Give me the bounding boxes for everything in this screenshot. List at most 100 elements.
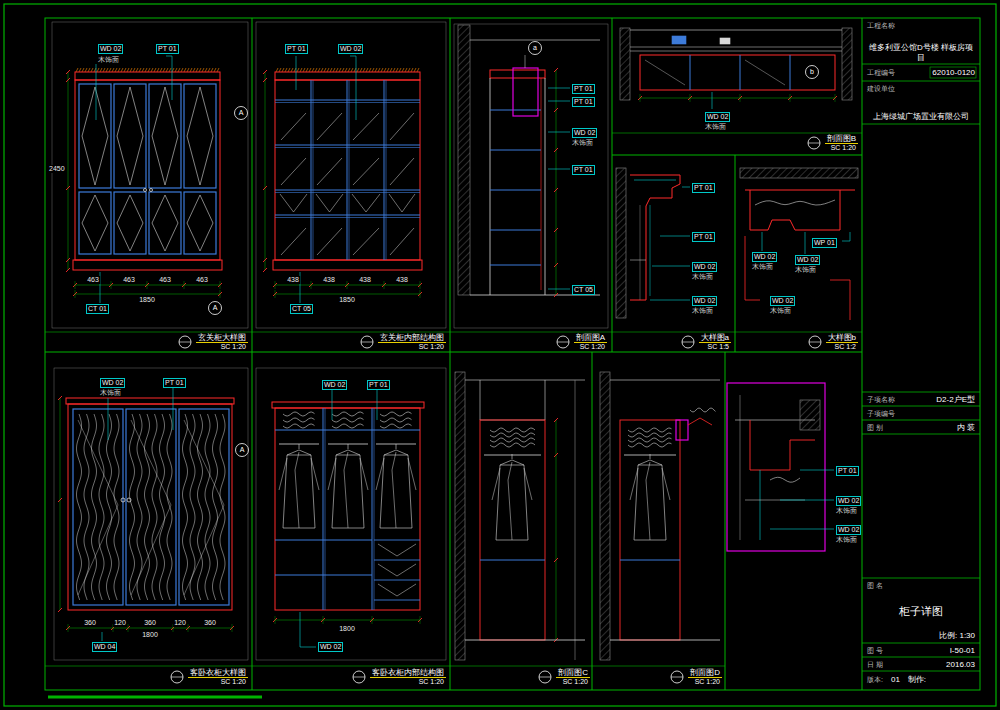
drawing-line — [353, 113, 379, 140]
field-value: 2016.03 — [946, 660, 975, 670]
drawing-line — [275, 215, 420, 216]
drawing-line — [205, 68, 207, 72]
drawing-title: 大样图bSC 1:2 — [808, 333, 858, 351]
drawing-line — [127, 68, 129, 72]
material-tag: PT 01 — [285, 44, 308, 54]
drawing-line — [275, 294, 420, 295]
drawing-scale: SC 1:20 — [196, 343, 248, 351]
drawing-line — [377, 390, 378, 420]
material-tag: PT 01 — [836, 466, 859, 476]
drawing-rect — [275, 408, 420, 610]
field-label: 图 别 — [867, 423, 883, 433]
drawing-line — [152, 87, 178, 185]
drawing-title: 客卧衣柜内部结构图SC 1:20 — [352, 668, 446, 686]
drawing-line — [283, 424, 315, 428]
drawing-line — [344, 452, 348, 528]
drawing-line — [378, 584, 416, 596]
drawing-line — [399, 68, 401, 72]
title-block-cell: 版本:01制作: — [864, 672, 978, 688]
drawing-line — [75, 294, 220, 295]
drawing-line — [548, 101, 570, 102]
drawing-line — [380, 424, 412, 428]
drawing-line — [208, 68, 210, 72]
drawing-line — [332, 412, 364, 416]
drawing-line — [187, 195, 213, 251]
material-tag: CT 05 — [290, 304, 313, 314]
drawing-line — [554, 453, 558, 457]
drawing-line — [187, 87, 213, 185]
drawing-line — [366, 68, 368, 72]
drawing-line — [279, 68, 281, 72]
callout-circle — [144, 189, 147, 192]
material-tag: WD 02 — [692, 296, 717, 306]
drawing-line — [75, 281, 76, 289]
drawing-line — [830, 280, 850, 320]
drawing-line — [610, 380, 720, 381]
drawing-line — [60, 398, 61, 610]
drawing-line — [630, 47, 842, 48]
drawing-line — [282, 68, 284, 72]
section-symbol — [538, 670, 552, 684]
drawing-line — [420, 616, 421, 624]
drawing-line — [96, 64, 97, 120]
drawing-line — [745, 60, 785, 85]
drawing-line — [124, 68, 126, 72]
drawing-line — [288, 68, 290, 72]
drawing-line — [420, 290, 421, 298]
drawing-line — [299, 444, 300, 449]
drawing-line — [309, 68, 311, 72]
field-label: 建设单位 — [867, 84, 975, 94]
dimension: 438 — [358, 276, 372, 284]
drawing-line — [380, 412, 412, 416]
drawing-line — [285, 68, 287, 72]
material-note: 木饰面 — [100, 389, 121, 397]
drawing-line — [300, 68, 302, 72]
drawing-line — [202, 68, 204, 72]
drawing-line — [316, 194, 343, 212]
drawing-line — [166, 56, 172, 100]
drawing-line — [554, 418, 558, 422]
drawing-line — [108, 398, 109, 440]
drawing-line — [148, 68, 150, 72]
drawing-line — [548, 132, 570, 133]
dimension: 463 — [158, 276, 172, 284]
drawing-line — [790, 55, 791, 90]
drawing-rect — [149, 84, 181, 188]
drawing-line — [312, 68, 314, 72]
title-block-cell: 图 号I-50-01 — [864, 644, 978, 657]
drawing-line — [169, 68, 171, 72]
drawing-line — [351, 68, 353, 72]
drawing-line — [154, 68, 156, 72]
drawing-line — [48, 696, 262, 699]
drawing-line — [650, 454, 651, 459]
drawing-rect — [73, 260, 222, 270]
drawing-line — [682, 187, 690, 188]
drawing-line — [275, 100, 420, 101]
drawing-line — [640, 98, 835, 99]
drawing-line — [279, 458, 287, 490]
drawing-line — [630, 260, 646, 261]
drawing-line — [68, 624, 69, 632]
drawing-line — [508, 462, 512, 540]
drawing-line — [131, 420, 171, 595]
drawing-line — [740, 94, 741, 102]
drawing-line — [45, 666, 725, 667]
drawing-line — [690, 408, 716, 412]
section-symbol — [352, 670, 366, 684]
drawing-name: 大样图b — [826, 333, 858, 343]
drawing-rect — [480, 420, 545, 640]
drawing-line — [548, 169, 570, 170]
drawing-line — [79, 68, 81, 72]
drawing-line — [213, 414, 218, 600]
material-note: 木饰面 — [705, 123, 726, 131]
section-symbol — [681, 335, 695, 349]
drawing-line — [323, 408, 324, 610]
callout-circle — [806, 66, 819, 79]
dimension: 360 — [203, 619, 217, 627]
material-tag: WD 02 — [770, 296, 795, 306]
drawing-line — [374, 540, 420, 541]
callout-circle — [529, 42, 542, 55]
drawing-line — [117, 87, 143, 185]
drawing-line — [375, 68, 377, 72]
drawing-line — [78, 420, 118, 595]
